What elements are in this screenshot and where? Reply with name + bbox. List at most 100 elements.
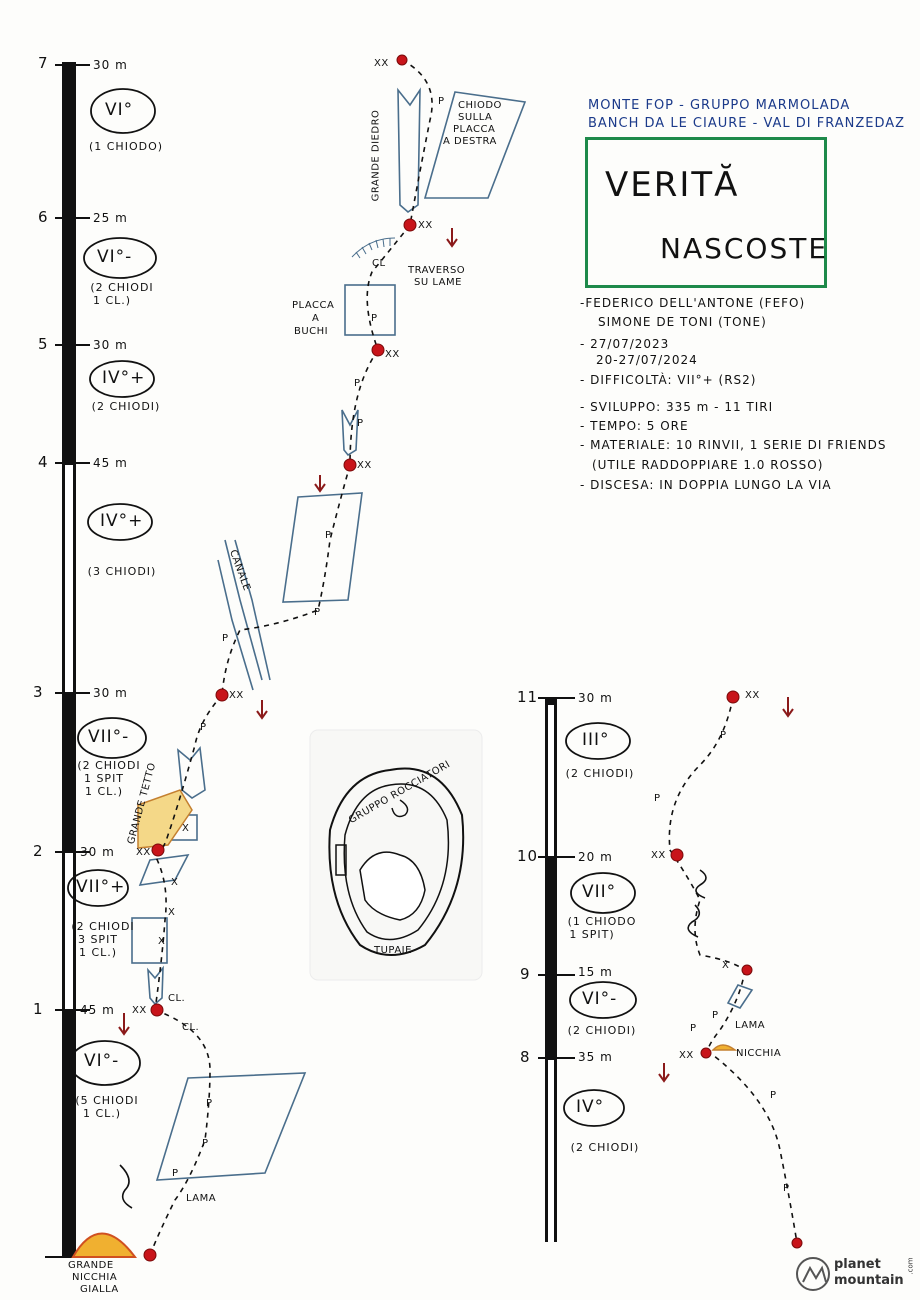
gear-pitch-9: (2 CHIODI): [567, 1024, 637, 1037]
label-cl-pitch-1: CL.: [168, 993, 186, 1004]
piton-marker: P: [357, 418, 364, 429]
stamp-bottom-text: TUPAIE: [374, 945, 412, 956]
gear-pitch-3-b: 1 SPIT: [83, 772, 125, 785]
grade-pitch-4: IV°+: [100, 511, 144, 531]
piton-marker: P: [438, 96, 445, 107]
squiggles: [119, 869, 707, 1209]
info-material-2: (UTILE RADDOPPIARE 1.0 ROSSO): [592, 458, 824, 472]
pitch-number-9: 9: [520, 965, 531, 983]
rope-right: [668, 696, 798, 1244]
spit-marker: X: [168, 907, 176, 918]
piton-marker: P: [325, 530, 332, 541]
route-title-frame: [585, 137, 827, 288]
route-title-line-2: NASCOSTE: [660, 232, 829, 265]
pitch-number-4: 4: [38, 453, 49, 471]
label-nicchia-1: GRANDE: [68, 1260, 114, 1271]
grade-ovals-right: [563, 722, 637, 1127]
pitch-number-6: 6: [38, 208, 49, 226]
info-material-1: - MATERIALE: 10 RINVII, 1 SERIE DI FRIEN…: [580, 438, 887, 452]
info-date-1: - 27/07/2023: [580, 337, 670, 351]
pitch-number-3: 3: [33, 683, 44, 701]
piton-marker: P: [222, 633, 229, 644]
spit-marker: X: [722, 960, 730, 971]
label-lama-right: LAMA: [735, 1020, 766, 1031]
belay-label: XX: [745, 690, 760, 701]
piton-marker: P: [720, 730, 727, 741]
pitch-length-4: 45 m: [93, 456, 128, 470]
grade-pitch-5: IV°+: [102, 368, 146, 388]
spit-marker: X: [182, 823, 190, 834]
gear-pitch-7: (1 CHIODO): [88, 140, 164, 153]
label-traverso-2: SU LAME: [414, 277, 462, 288]
gear-pitch-5: (2 CHIODI): [91, 400, 161, 413]
pitch-length-5: 30 m: [93, 338, 128, 352]
label-nicchia-2: NICCHIA: [72, 1272, 118, 1283]
rope-left: [149, 59, 433, 1256]
label-placca-1: PLACCA: [292, 300, 335, 311]
grade-pitch-9: VI°-: [582, 989, 618, 1009]
pitch-length-1: 45 m: [80, 1003, 115, 1017]
info-date-2: 20-27/07/2024: [596, 353, 698, 367]
piton-marker: P: [654, 793, 661, 804]
pitch-number-1: 1: [33, 1000, 44, 1018]
pitch-length-6: 25 m: [93, 211, 128, 225]
gear-pitch-1-b: 1 CL.): [82, 1107, 122, 1120]
pitch-length-11: 30 m: [578, 691, 613, 705]
gear-pitch-2-a: (2 CHIODI: [71, 920, 135, 933]
header-mountain: MONTE FOP - GRUPPO MARMOLADA: [588, 98, 851, 113]
spit-marker: X: [158, 936, 166, 947]
spit-marker: X: [171, 877, 179, 888]
belay-label: XX: [385, 349, 400, 360]
info-length: - SVILUPPO: 335 m - 11 TIRI: [580, 400, 774, 414]
info-time: - TEMPO: 5 ORE: [580, 419, 689, 433]
gear-pitch-11: (2 CHIODI): [565, 767, 635, 780]
gear-pitch-3-a: (2 CHIODI: [77, 759, 141, 772]
belay-label: XX: [418, 220, 433, 231]
pitch-length-9: 15 m: [578, 965, 613, 979]
label-traverso-1: TRAVERSO: [408, 265, 466, 276]
right-ticks: [538, 697, 575, 1059]
label-grande-diedro: GRANDE DIEDRO: [370, 109, 382, 202]
scale-bar-right-white-1: [548, 705, 554, 857]
belay-label: XX: [132, 1005, 147, 1016]
piton-marker: P: [770, 1090, 777, 1101]
gear-pitch-1-a: (5 CHIODI: [75, 1094, 139, 1107]
label-chiodo-2: SULLA: [458, 112, 493, 123]
label-chiodo-4: A DESTRA: [443, 136, 497, 147]
club-stamp: [309, 729, 483, 981]
gear-pitch-2-c: 1 CL.): [78, 946, 118, 959]
logo-suffix: .com: [906, 1257, 915, 1275]
grade-pitch-1: VI°-: [84, 1051, 120, 1071]
pitch-number-8: 8: [520, 1048, 531, 1066]
belay-points: [143, 54, 803, 1262]
label-placca-3: BUCHI: [294, 326, 329, 337]
belay-label: XX: [374, 58, 389, 69]
info-descent: - DISCESA: IN DOPPIA LUNGO LA VIA: [580, 478, 832, 492]
gear-pitch-10-b: 1 SPIT): [569, 928, 615, 941]
piton-marker: P: [202, 1138, 209, 1149]
pitch-number-2: 2: [33, 842, 44, 860]
pitch-length-2: 30 m: [80, 845, 115, 859]
route-title-line-1: VERITĂ: [605, 165, 740, 205]
pitch-number-5: 5: [38, 335, 49, 353]
gear-pitch-8: (2 CHIODI): [570, 1141, 640, 1154]
belay-label: XX: [357, 460, 372, 471]
piton-marker: P: [783, 1183, 790, 1194]
grade-pitch-3: VII°-: [88, 727, 130, 747]
label-nicchia-3: GIALLA: [80, 1284, 119, 1295]
scale-bar-white-2: [65, 852, 73, 1010]
pitch-length-3: 30 m: [93, 686, 128, 700]
gear-pitch-3-c: 1 CL.): [84, 785, 124, 798]
gear-pitch-10-a: (1 CHIODO: [567, 915, 637, 928]
pitch-number-10: 10: [517, 847, 539, 865]
pitch-length-8: 35 m: [578, 1050, 613, 1064]
piton-marker: P: [200, 722, 207, 733]
piton-marker: P: [172, 1168, 179, 1179]
label-chiodo-3: PLACCA: [453, 124, 496, 135]
piton-marker: P: [206, 1098, 213, 1109]
belay-label: XX: [136, 847, 151, 858]
logo-line-2: mountain: [834, 1273, 904, 1288]
grade-pitch-2: VII°+: [76, 877, 126, 897]
scale-bar-white-1: [65, 465, 73, 693]
